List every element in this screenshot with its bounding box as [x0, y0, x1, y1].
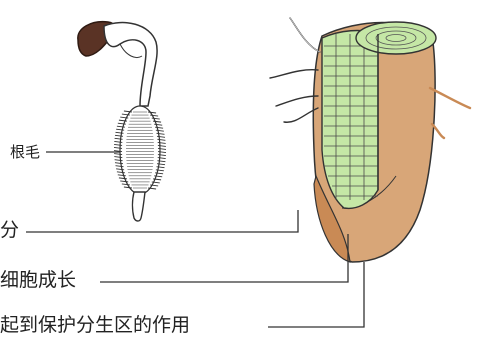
primary-root: [133, 192, 146, 221]
germinating-seed-illustration: [78, 22, 166, 221]
root-hair-label: 根毛: [10, 143, 40, 161]
seedling-hypocotyl: [104, 23, 157, 106]
root-hair-zone: [114, 106, 166, 194]
root-tip-cutaway: [270, 18, 470, 262]
region-1-leader-line: [26, 210, 298, 232]
region-label-2: 细胞成长: [0, 269, 76, 291]
cross-section-top: [356, 22, 436, 54]
region-label-1: 分: [0, 219, 19, 241]
region-2-leader-line: [100, 234, 348, 282]
region-label-3: 起到保护分生区的作用: [0, 314, 190, 336]
seedling-crease: [120, 44, 142, 58]
region-3-leader-line: [268, 262, 364, 327]
